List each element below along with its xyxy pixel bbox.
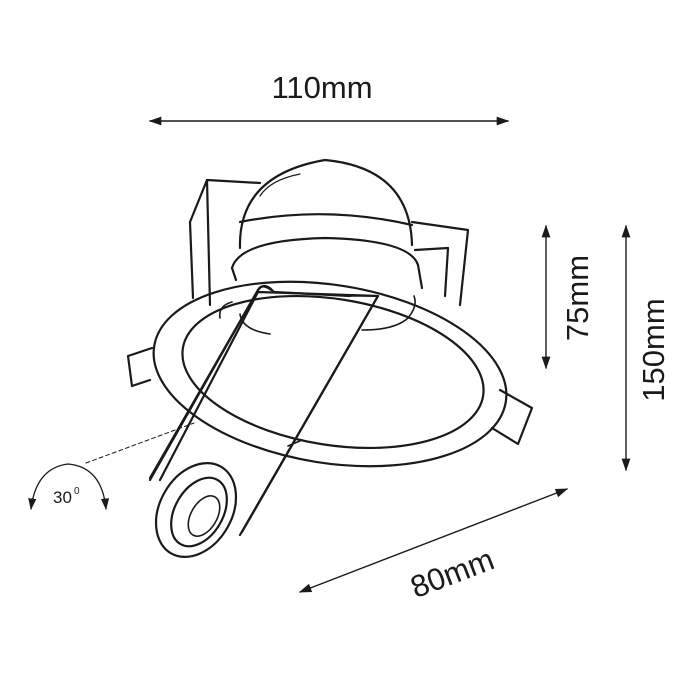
- collar-right: [416, 263, 424, 290]
- dimension-width-top: 110mm: [148, 70, 510, 126]
- dimension-height-inner: 75mm: [541, 224, 595, 370]
- spot-lens-inner: [170, 476, 228, 548]
- reflector-inner-left: [218, 301, 271, 335]
- spot-tube-edge-right: [240, 294, 380, 534]
- dimension-label-height-inner: 75mm: [560, 255, 595, 341]
- spot-lens-outer: [154, 462, 238, 558]
- spot-tube-edge-left: [148, 288, 260, 480]
- tilt-axis-dashed: [85, 422, 195, 464]
- tilt-angle-label: 30: [53, 488, 72, 507]
- trim-ring-outer: [152, 280, 508, 468]
- housing-collar: [230, 236, 420, 270]
- dimension-height-total: 150mm: [621, 224, 671, 472]
- bracket-right-inner: [413, 246, 450, 298]
- collar-left: [230, 266, 238, 282]
- downlight-fixture: [126, 158, 534, 558]
- tilt-degree-mark: 0: [74, 486, 80, 497]
- trim-ring-inner: [181, 294, 485, 450]
- spot-tube-stem-top: [272, 290, 352, 298]
- housing-dome: [238, 158, 414, 250]
- spring-clip-left: [126, 346, 154, 388]
- mounting-bracket-right: [410, 220, 470, 307]
- mounting-bracket-left: [188, 178, 262, 224]
- dimension-depth: 80mm: [298, 488, 569, 605]
- bracket-left-inner: [205, 178, 212, 307]
- spot-tube-top: [256, 285, 276, 294]
- dimension-arrow-depth: [298, 488, 569, 593]
- reflector-inner-right: [361, 295, 416, 331]
- dome-highlight: [259, 173, 301, 197]
- spot-tube-collar: [287, 439, 303, 447]
- dimension-label-depth: 80mm: [406, 541, 499, 605]
- dimension-label-width: 110mm: [271, 70, 372, 105]
- dome-base-edge: [238, 213, 414, 227]
- tilt-arc-arrow: [28, 463, 110, 511]
- tilt-indicator: 30 0: [28, 422, 195, 511]
- bracket-left-edge: [188, 220, 195, 300]
- spring-clip-right: [490, 388, 534, 446]
- spot-lens-core: [187, 495, 221, 537]
- dimension-label-height-total: 150mm: [636, 298, 671, 401]
